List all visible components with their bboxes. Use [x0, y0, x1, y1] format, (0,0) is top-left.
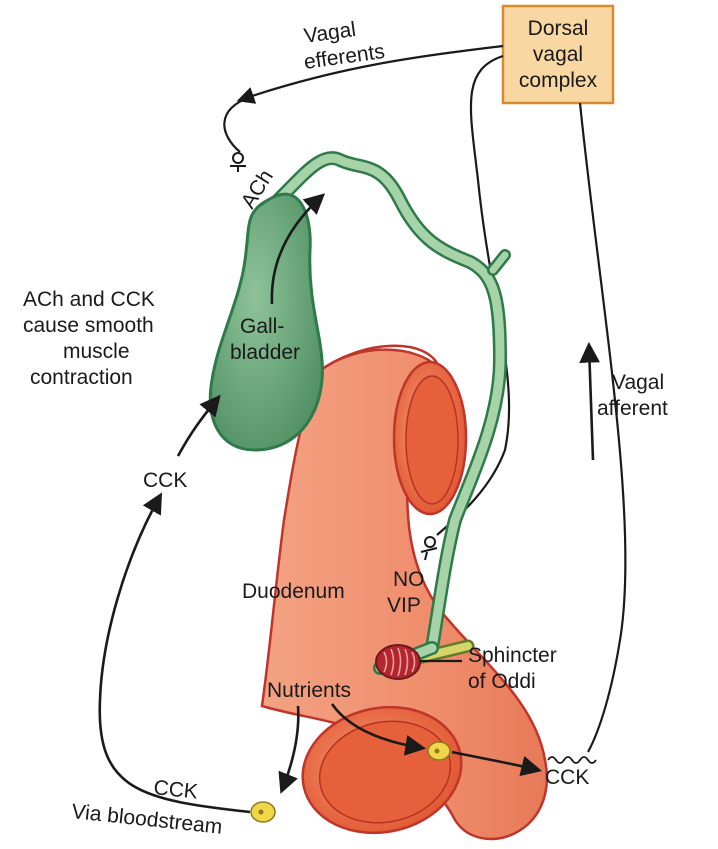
cck-bottom-label: CCK: [152, 776, 199, 804]
afferent-receptor-squiggle: [548, 757, 596, 763]
smooth-muscle-line1: ACh and CCK: [23, 288, 155, 311]
gallbladder-label-line1: Gall-: [240, 315, 284, 338]
smooth-muscle-line3: muscle: [63, 340, 130, 363]
dorsal-vagal-complex-line3: complex: [519, 69, 598, 92]
vagal-efferents-line1: Vagal: [302, 18, 357, 48]
hepatic-duct-inner: [493, 255, 505, 270]
i-cell-right: [428, 742, 450, 760]
i-cell-bottom: [251, 802, 275, 822]
dorsal-vagal-complex-box: Dorsal vagal complex: [503, 6, 613, 103]
nutrients-label: Nutrients: [267, 679, 351, 702]
smooth-muscle-line4: contraction: [30, 366, 133, 389]
vip-label: VIP: [387, 594, 421, 617]
dorsal-vagal-complex-line1: Dorsal: [528, 17, 589, 40]
vagal-afferent-nerve: [580, 103, 625, 752]
smooth-muscle-line2: cause smooth: [23, 314, 154, 337]
dorsal-vagal-complex-line2: vagal: [533, 43, 583, 66]
vagal-afferent-line1: Vagal: [612, 371, 664, 394]
cck-to-gallbladder-arrow: [178, 398, 218, 456]
no-vip-nerve-terminal: [421, 537, 437, 560]
nutrients-down-arrow: [282, 706, 298, 790]
duodenum-label: Duodenum: [242, 580, 345, 603]
vagal-afferent-line2: afferent: [597, 397, 668, 420]
sphincter-label-line1: Sphincter: [468, 644, 557, 667]
no-label: NO: [393, 568, 425, 591]
cck-left-label: CCK: [143, 469, 187, 492]
vagal-afferent-arrow: [589, 346, 593, 460]
cck-right-label: CCK: [545, 766, 589, 789]
vagal-efferent-nerve-tail: [224, 97, 250, 152]
bloodstream-loop-arrow: [100, 496, 250, 812]
gallbladder-label-line2: bladder: [230, 341, 300, 364]
sphincter-of-oddi: [376, 645, 420, 679]
ach-nerve-terminal: [230, 153, 246, 172]
sphincter-label-line2: of Oddi: [468, 670, 536, 693]
